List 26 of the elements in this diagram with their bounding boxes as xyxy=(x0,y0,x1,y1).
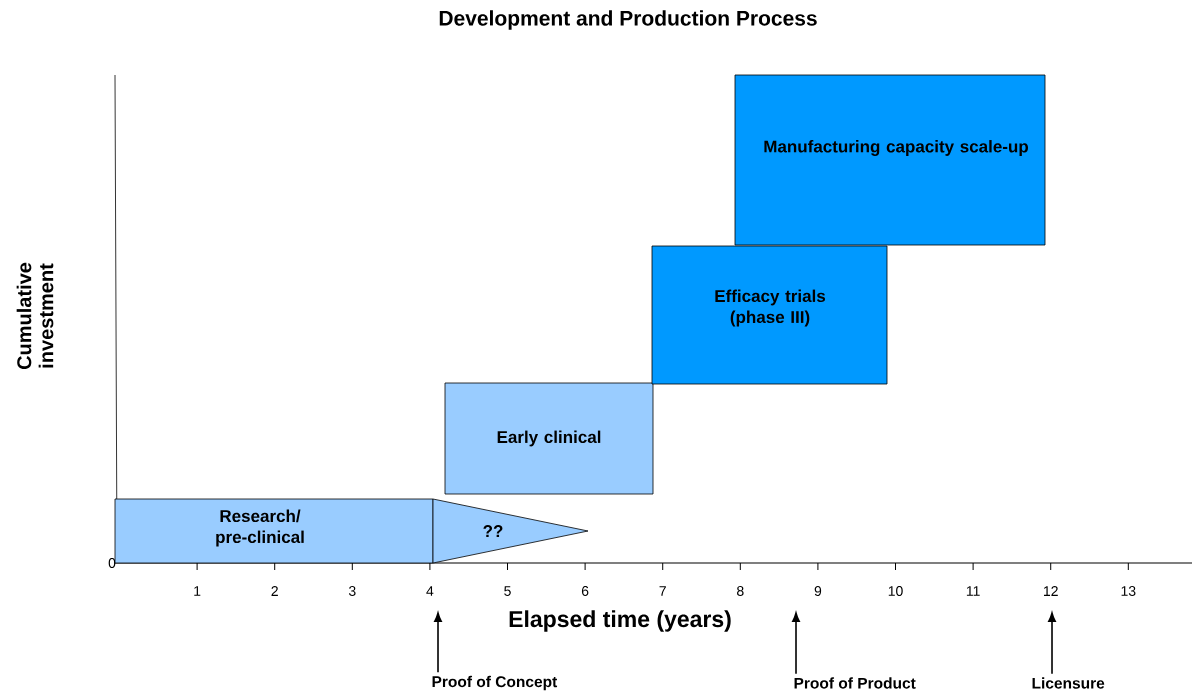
tick-label: 7 xyxy=(659,586,666,596)
phase-box: Efficacy trials (phase III) xyxy=(651,245,888,385)
tick-label: 8 xyxy=(737,586,744,596)
tick-label: 1 xyxy=(194,586,201,596)
tick-label: 9 xyxy=(814,586,822,596)
tick-label: 6 xyxy=(581,586,589,596)
tick-label: 4 xyxy=(426,586,434,596)
milestone-label: Proof of Concept xyxy=(432,675,558,691)
phase-box: Manufacturing capacity scale-up xyxy=(734,74,1046,246)
tick-label: 11 xyxy=(966,586,980,596)
arrow xyxy=(434,612,442,674)
title: Development and Production Process xyxy=(439,10,817,30)
milestone-label: Licensure xyxy=(1032,677,1105,689)
tick-label: 10 xyxy=(888,586,903,596)
arrow xyxy=(1048,612,1056,675)
tick-label: 3 xyxy=(348,586,356,596)
tick-label: 13 xyxy=(1121,586,1136,596)
tick-label: 5 xyxy=(504,586,511,596)
phase-box: Early clinical xyxy=(444,382,654,495)
arrow xyxy=(792,612,800,675)
tick-label: 0 xyxy=(108,558,116,568)
axis-title: Elapsed time (years) xyxy=(509,610,731,632)
axis-title: Cumulative investment xyxy=(16,262,54,370)
tick-label: 2 xyxy=(271,586,278,596)
tick-label: 12 xyxy=(1044,586,1058,596)
milestone-label: Proof of Product xyxy=(794,677,916,689)
